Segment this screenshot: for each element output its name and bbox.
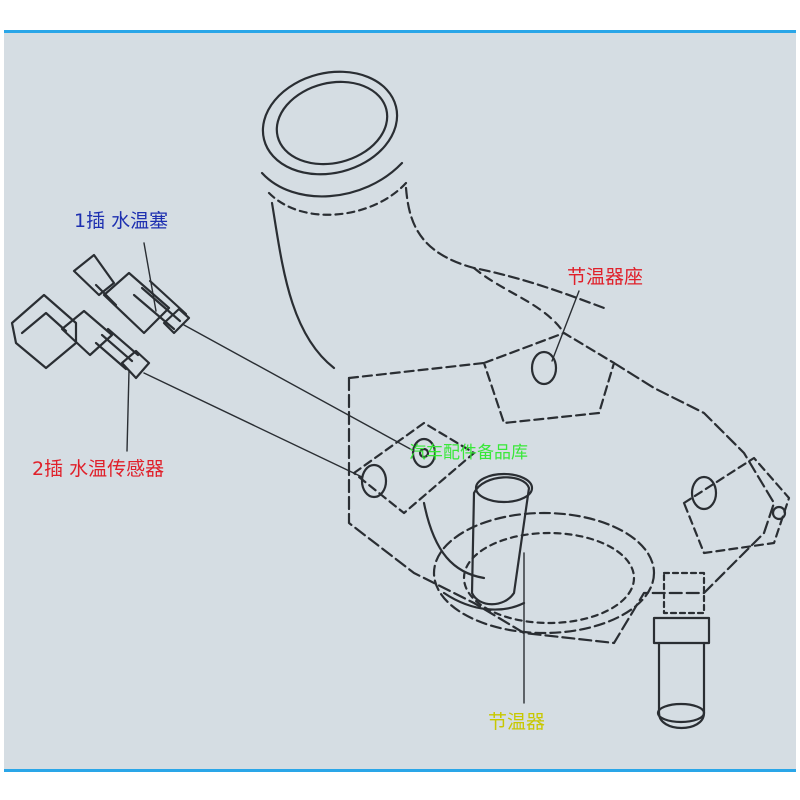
plug-port bbox=[411, 437, 437, 469]
sensor-tip bbox=[120, 349, 151, 380]
bottom-outlet-pipe bbox=[652, 571, 711, 730]
scanned-diagram-panel: 1插 水温塞 2插 水温传感器 节温器座 节温器 汽车配件备品库 bbox=[4, 30, 796, 772]
thermostat-bore bbox=[432, 511, 656, 635]
plug-assembly-line bbox=[183, 324, 415, 452]
right-bolt-hole bbox=[690, 475, 718, 511]
watermark-text: 汽车配件备品库 bbox=[409, 443, 528, 463]
pipe-outlet-outer bbox=[261, 70, 399, 176]
plug-body bbox=[102, 271, 171, 335]
pipe-collar bbox=[260, 161, 404, 198]
sensor-thread bbox=[94, 327, 140, 371]
seat-leader-line bbox=[551, 290, 580, 362]
sensor-hex bbox=[60, 309, 114, 357]
pipe-right-edge bbox=[404, 186, 606, 310]
sensor-boss bbox=[470, 476, 531, 606]
sensor-leader-line bbox=[126, 370, 130, 452]
plug-leader-line bbox=[143, 242, 157, 312]
upper-boss bbox=[482, 331, 616, 425]
thermostat-label: 节温器 bbox=[488, 711, 546, 733]
plug-thread bbox=[132, 279, 188, 331]
housing-body bbox=[347, 361, 776, 645]
pipe-left-edge bbox=[270, 201, 336, 370]
sensor-drawing bbox=[10, 293, 151, 380]
sensor-assembly-line bbox=[143, 372, 363, 478]
right-flange bbox=[682, 456, 791, 555]
plug-drawing bbox=[72, 253, 191, 335]
sensor-label: 2插 水温传感器 bbox=[32, 458, 165, 480]
housing-seat-label: 节温器座 bbox=[567, 266, 644, 288]
thermostat-housing-drawing bbox=[260, 70, 791, 730]
plug-label: 1插 水温塞 bbox=[74, 210, 169, 232]
plug-tip bbox=[162, 307, 191, 335]
upper-bolt-hole bbox=[530, 350, 558, 386]
thermostat-housing-diagram bbox=[10, 70, 791, 730]
left-flange bbox=[352, 421, 476, 515]
pipe-outlet-inner bbox=[275, 80, 389, 166]
left-bolt-hole bbox=[360, 463, 388, 499]
